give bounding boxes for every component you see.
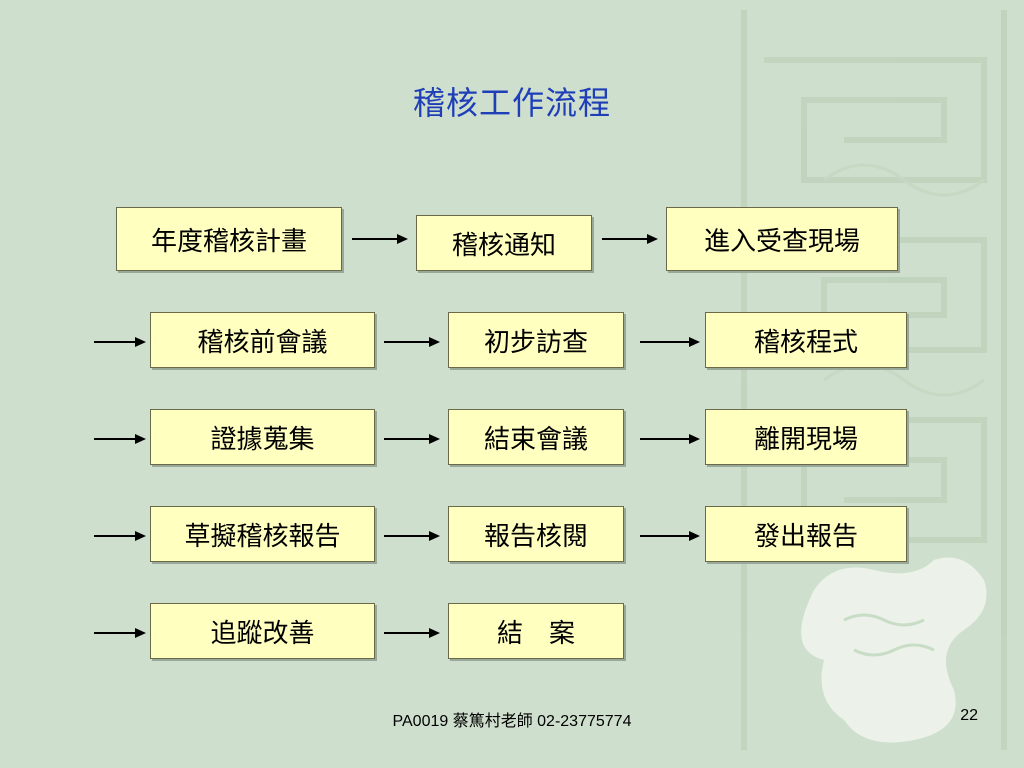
slide-title: 稽核工作流程 [412,84,611,122]
page-number: 22 [960,707,978,724]
step-leave-site: 離開現場 [705,409,907,465]
step-enter-site: 進入受查現場 [666,207,898,271]
step-evidence-collection: 證據蒐集 [150,409,375,465]
arrow-3 [94,337,146,347]
arrow-12 [94,628,146,638]
background-pattern [741,10,1007,750]
arrow-1 [352,234,408,244]
step-annual-audit-plan: 年度稽核計畫 [116,207,342,271]
step-pre-audit-meeting: 稽核前會議 [150,312,375,368]
arrow-8 [640,434,700,444]
arrow-2 [602,234,658,244]
arrow-4 [384,337,440,347]
step-closing-meeting: 結束會議 [448,409,624,465]
arrow-10 [384,531,440,541]
step-draft-audit-report: 草擬稽核報告 [150,506,375,562]
step-case-closed: 結 案 [448,603,624,659]
arrow-7 [384,434,440,444]
arrow-13 [384,628,440,638]
step-issue-report: 發出報告 [705,506,907,562]
arrow-11 [640,531,700,541]
arrow-6 [94,434,146,444]
footer-text: PA0019 蔡篤村老師 02-23775774 [392,713,632,730]
arrow-5 [640,337,700,347]
arrow-9 [94,531,146,541]
step-audit-notice: 稽核通知 [416,215,592,271]
step-initial-interview: 初步訪查 [448,312,624,368]
step-audit-procedure: 稽核程式 [705,312,907,368]
step-report-review: 報告核閱 [448,506,624,562]
step-follow-up-improvement: 追蹤改善 [150,603,375,659]
